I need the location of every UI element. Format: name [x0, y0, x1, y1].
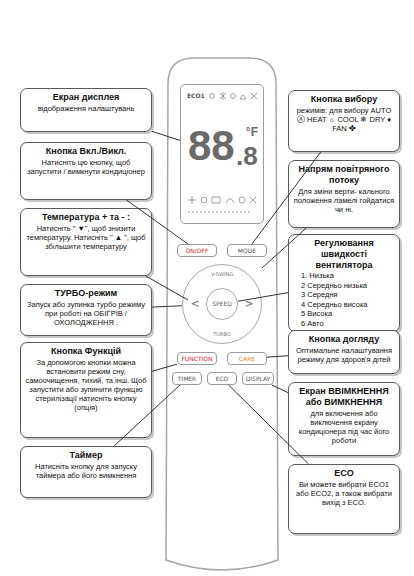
remote-button: CARE — [227, 352, 267, 365]
callout-heading: Напрям повітряного потоку — [293, 164, 395, 186]
leader-line — [152, 364, 177, 371]
display-icon — [220, 92, 226, 100]
callout-box: ТаймерНатисніть кнопку для запуску тайме… — [20, 446, 152, 498]
list-item: 1. Низька — [293, 271, 395, 281]
speed-button: SPEED — [206, 288, 238, 320]
callout-text: Натисніть кнопку для запуску таймера або… — [25, 462, 147, 480]
display-icons — [188, 92, 257, 212]
display-icon — [240, 95, 246, 99]
display-icon — [239, 197, 245, 203]
list-item: 4 Середньо висока — [293, 300, 395, 310]
callout-heading: Температура + та - : — [25, 212, 147, 223]
button-label: SPEED — [207, 289, 237, 318]
callout-text: Запуск або зупинка турбо режиму при робо… — [25, 300, 147, 327]
button-label: ECO — [208, 373, 236, 384]
button-label: TURBO — [183, 331, 261, 337]
display-indicator: ECO1 — [187, 92, 205, 99]
callout-box: Кнопка виборурежимів: для вибору AUTO Ⓐ … — [288, 90, 400, 152]
display-icon — [250, 197, 256, 203]
display-icon — [188, 196, 196, 204]
remote-button: DISPLAY — [242, 372, 274, 385]
callout-box: Регулювання швидкості вентилятора1. Низь… — [288, 234, 400, 332]
display-bar — [188, 212, 250, 213]
display-digits: .8 — [236, 143, 258, 169]
display-icon — [226, 199, 234, 204]
button-label: ON/OFF — [178, 245, 216, 256]
callout-text: Ви можете вибрати ECO1 або ECO2, а також… — [293, 480, 395, 507]
callout-heading: Кнопка догляду — [293, 334, 395, 345]
button-label: CARE — [228, 353, 266, 364]
button-label: < — [188, 296, 202, 312]
callout-heading: Регулювання швидкості вентилятора — [293, 238, 395, 271]
callout-heading: Кнопка вибору — [293, 94, 395, 105]
callout-box: Кнопка ФункційЗа допомогою кнопки можна … — [20, 342, 152, 438]
callout-box: Екран ВВІМКНЕННЯ або ВИМКНЕННЯдля включе… — [288, 382, 400, 456]
list-item: 5 Висока — [293, 309, 395, 319]
list-item: 3 Середня — [293, 290, 395, 300]
callout-heading: Екран ВВІМКНЕННЯ або ВИМКНЕННЯ — [293, 386, 395, 408]
list-item: 2 Середньо низька — [293, 281, 395, 291]
callout-box: ECOВи можете вибрати ECO1 або ECO2, а та… — [288, 464, 400, 534]
arrow-button: > — [242, 296, 256, 312]
callout-heading: Кнопка Функцій — [25, 346, 147, 357]
leader-line — [267, 356, 288, 357]
callout-box: Напрям повітряного потокуДля зміни верти… — [288, 160, 400, 228]
callout-text: для включення або виключення екрану конд… — [293, 409, 395, 445]
callout-heading: Екран дисплея — [25, 92, 147, 103]
button-label: MODE — [228, 245, 266, 256]
display-digits: °F — [246, 125, 258, 139]
callout-text: відображення налаштувань — [25, 104, 147, 113]
display-icon — [210, 94, 215, 99]
remote-button: MODE — [227, 244, 267, 257]
leader-line — [152, 306, 182, 307]
direction-pad: V-SWING TURBO < SPEED > — [182, 264, 262, 344]
button-label: DISPLAY — [243, 373, 273, 384]
callout-box: Кнопка доглядуОптимальне налаштування ре… — [288, 330, 400, 374]
remote-button: TIMER — [172, 372, 202, 385]
remote-button: ON/OFF — [177, 244, 217, 257]
arrow-button: < — [188, 296, 202, 312]
leader-line — [152, 306, 182, 307]
callout-heading: Таймер — [25, 450, 147, 461]
display-icon — [212, 197, 220, 203]
leader-line — [267, 356, 288, 357]
callout-heading: Кнопка Вкл./Викл. — [25, 146, 147, 157]
list-item: 6 Авто — [293, 319, 395, 329]
callout-text: Оптимальне налаштування режиму для здоро… — [293, 346, 395, 364]
callout-text: режимів: для вибору AUTO Ⓐ HEAT ☼ COOL ❄… — [293, 106, 395, 133]
button-label: FUNCTION — [178, 353, 216, 364]
leader-line — [152, 131, 180, 140]
callout-box: ТУРБО-режимЗапуск або зупинка турбо режи… — [20, 284, 152, 336]
callout-text: Натисніть цю кнопку, щоб запустити / вим… — [25, 158, 147, 176]
callout-text: Натисніть " ▼", щоб знизити температуру.… — [25, 224, 147, 251]
leader-line — [152, 364, 177, 371]
callout-text: Для зміни верти- кального положення ламе… — [293, 187, 395, 214]
leader-line — [152, 131, 180, 140]
remote-button: FUNCTION — [177, 352, 217, 365]
button-label: V-SWING — [183, 271, 261, 277]
display-digits: 88 — [188, 125, 235, 167]
callout-text: За допомогою кнопки можна встановити реж… — [25, 358, 147, 412]
button-label: TIMER — [173, 373, 201, 384]
remote-body — [166, 58, 278, 570]
button-label: > — [242, 296, 256, 312]
leader-line — [272, 385, 288, 393]
callout-box: Екран дисплеявідображення налаштувань — [20, 88, 152, 132]
display-screen: ECO1 88.8 °F — [180, 84, 264, 224]
display-icon — [201, 197, 207, 203]
display-icon — [251, 93, 257, 99]
callout-box: Кнопка Вкл./Викл.Натисніть цю кнопку, що… — [20, 142, 152, 200]
display-icon — [231, 94, 236, 99]
callout-heading: ECO — [293, 468, 395, 479]
callout-box: Температура + та - :Натисніть " ▼", щоб … — [20, 208, 152, 276]
remote-button: ECO — [207, 372, 237, 385]
leader-line — [272, 385, 288, 393]
callout-heading: ТУРБО-режим — [25, 288, 147, 299]
